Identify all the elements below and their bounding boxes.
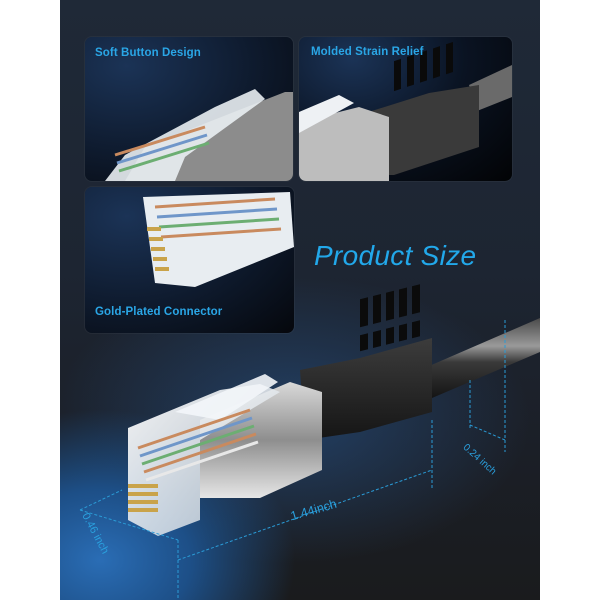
strain-relief-closeup-image <box>299 41 512 181</box>
product-image-canvas: Soft Button Design Molded Strain Relief <box>60 0 540 600</box>
boot-ribs <box>360 284 420 352</box>
panel-label: Soft Button Design <box>95 47 201 59</box>
strain-relief-boot <box>300 338 432 440</box>
panel-label: Gold-Plated Connector <box>95 306 223 318</box>
wire-pairs <box>137 408 259 482</box>
feature-panel-gold-connector: Gold-Plated Connector <box>85 187 294 333</box>
feature-panel-soft-button: Soft Button Design <box>85 37 293 181</box>
dimension-lines <box>79 320 506 600</box>
clear-plug-housing <box>128 384 280 536</box>
panel-label: Molded Strain Relief <box>311 46 424 58</box>
latch-clip <box>175 374 278 420</box>
clip-closeup-image <box>105 89 293 181</box>
cable-jacket <box>420 318 540 398</box>
rj45-cable-illustration <box>79 284 540 600</box>
product-size-heading: Product Size <box>314 240 477 271</box>
feature-panel-strain-relief: Molded Strain Relief <box>299 37 512 181</box>
gold-connector-closeup-image <box>143 192 294 287</box>
gold-contacts <box>128 484 158 512</box>
